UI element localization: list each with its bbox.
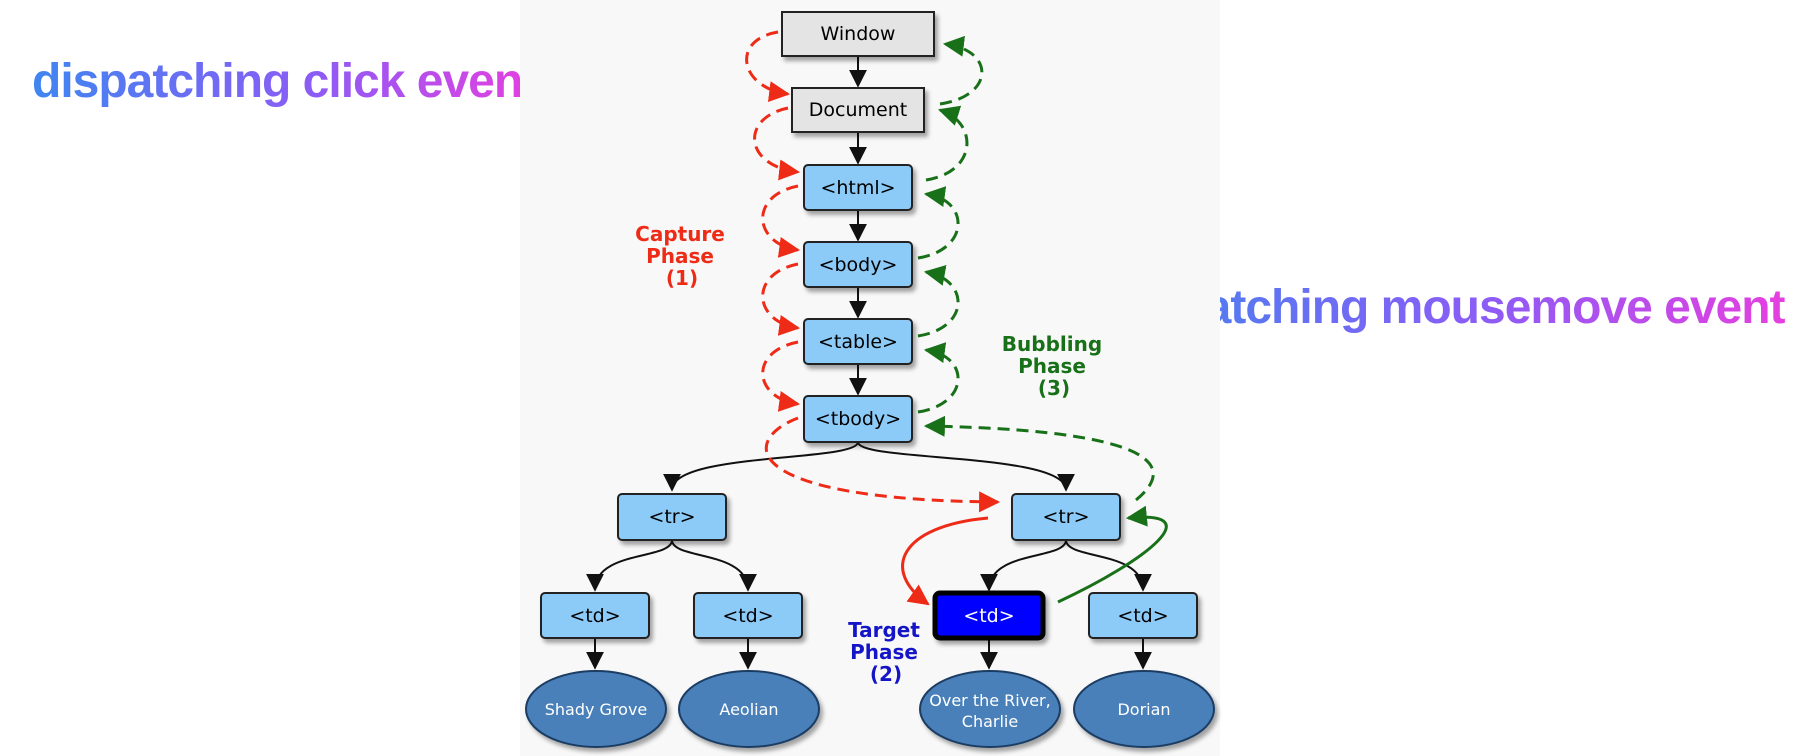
leaf-shady-grove: [525, 670, 667, 748]
bubble-arrows: [917, 35, 1155, 502]
bubbling-phase-line-3: (3): [1038, 376, 1070, 400]
node-td-target-label: <td>: [963, 605, 1014, 627]
capture-arrow: [764, 416, 1001, 513]
node-td-4-label: <td>: [1117, 605, 1168, 627]
node-body-label: <body>: [819, 254, 898, 276]
bubbling-phase-line-1: Bubbling: [1002, 332, 1102, 356]
leaf-over-the-river-label: Over the River,: [929, 691, 1050, 710]
heading-mousemove-event: dispatching mousemove event: [1110, 278, 1786, 338]
capture-phase-line-3: (1): [666, 266, 698, 290]
leaf-dorian: [1073, 670, 1215, 748]
target-phase-line-2: Phase: [850, 640, 918, 664]
target-phase-line-1: Target: [848, 618, 920, 642]
leaf-over-the-river: [919, 670, 1061, 748]
node-window: [781, 11, 935, 57]
node-tbody: [803, 395, 913, 443]
target-arrow: [901, 516, 989, 606]
node-td-2: [693, 592, 803, 639]
leaf-over-the-river-label-2: Charlie: [962, 712, 1018, 731]
leaf-aeolian-label: Aeolian: [719, 700, 778, 719]
capture-phase-line-1: Capture: [635, 222, 725, 246]
leaf-aeolian: [678, 670, 820, 748]
leaf-shady-grove-label: Shady Grove: [545, 700, 648, 719]
bubble-from-target-arrow: [1057, 505, 1168, 604]
leaf-nodes: Shady Grove Aeolian Over the River, Char…: [525, 670, 1215, 748]
tree-connectors: [586, 56, 1152, 670]
capture-phase-label: Capture Phase (1): [635, 222, 725, 290]
node-tr-left: [617, 493, 727, 541]
node-table-label: <table>: [818, 331, 898, 353]
node-tbody-label: <tbody>: [815, 408, 901, 430]
node-document: [791, 87, 925, 133]
node-td-target: [932, 590, 1046, 641]
bubbling-phase-line-2: Phase: [1018, 354, 1086, 378]
heading-click-event: dispatching click event: [32, 52, 538, 112]
node-document-label: Document: [809, 99, 907, 121]
bubbling-phase-label: Bubbling Phase (3): [1002, 332, 1102, 400]
node-td-1: [540, 592, 650, 639]
node-html: [803, 164, 913, 211]
capture-arrow: [745, 30, 791, 103]
target-phase-label: Target Phase (2): [848, 618, 920, 686]
node-table: [803, 318, 913, 365]
node-body: [803, 241, 913, 288]
capture-phase-line-2: Phase: [646, 244, 714, 268]
node-td-1-label: <td>: [569, 605, 620, 627]
node-td-4: [1088, 592, 1198, 639]
capture-arrows: [745, 30, 1001, 513]
tree-nodes: Window Document <html> <body> <table> <t…: [540, 11, 1198, 641]
node-td-2-label: <td>: [722, 605, 773, 627]
target-phase-line-3: (2): [870, 662, 902, 686]
node-window-label: Window: [821, 23, 896, 45]
node-tr-left-label: <tr>: [648, 506, 695, 528]
leaf-dorian-label: Dorian: [1117, 700, 1170, 719]
bubble-arrow: [923, 415, 1155, 502]
node-tr-right: [1011, 493, 1121, 541]
node-tr-right-label: <tr>: [1042, 506, 1089, 528]
node-html-label: <html>: [820, 177, 895, 199]
